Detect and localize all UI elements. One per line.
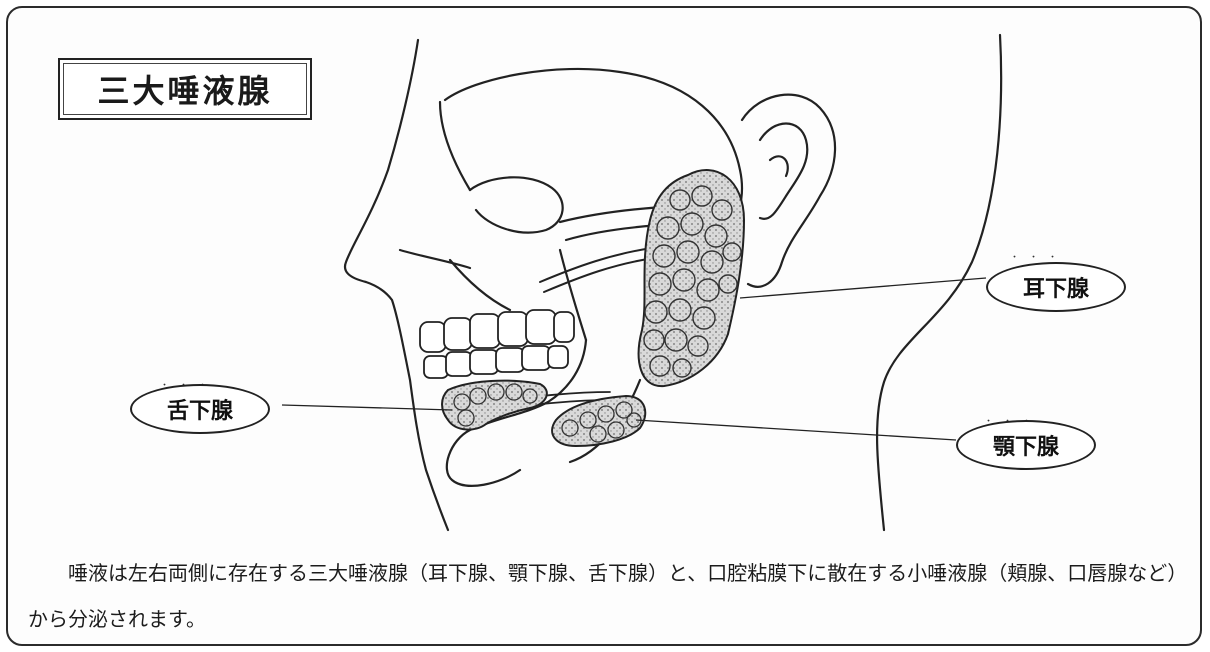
face-profile bbox=[345, 40, 448, 530]
parotid-gland bbox=[639, 170, 744, 386]
sublingual-leader bbox=[282, 405, 452, 410]
submandibular-leader bbox=[636, 420, 956, 440]
parotid-label: 耳下腺 bbox=[986, 262, 1126, 312]
parotid-leader bbox=[740, 278, 986, 298]
parotid-duct bbox=[540, 248, 652, 282]
submandibular-gland bbox=[552, 396, 645, 446]
submandibular-label: 顎下腺 bbox=[956, 420, 1096, 470]
teeth bbox=[420, 310, 574, 378]
eye-orbit bbox=[470, 177, 563, 232]
caption-text: 唾液は左右両側に存在する三大唾液腺（耳下腺、顎下腺、舌下腺）と、口腔粘膜下に散在… bbox=[28, 550, 1188, 642]
sublingual-gland bbox=[442, 381, 547, 430]
sublingual-label: 舌下腺 bbox=[130, 384, 270, 434]
